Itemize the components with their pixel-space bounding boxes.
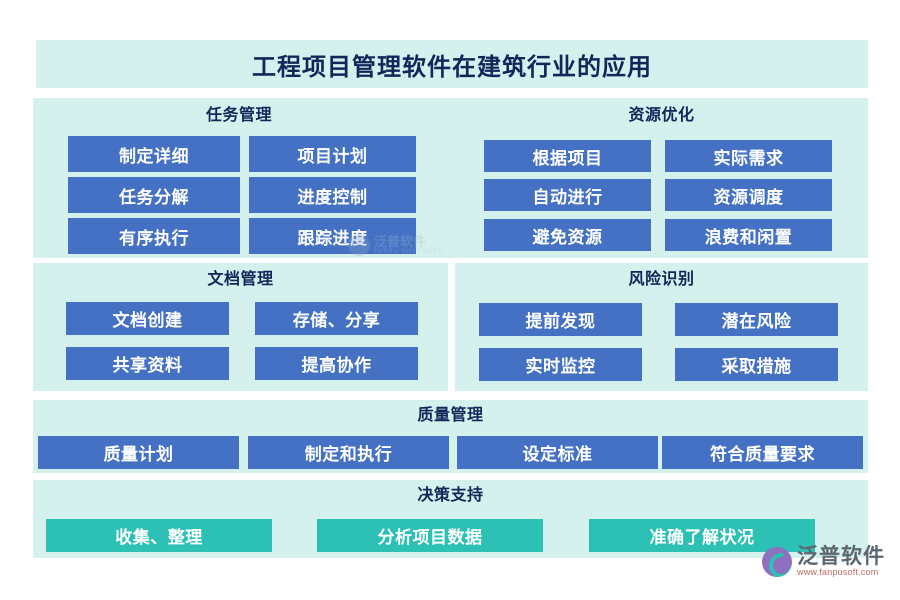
chip-risk-2[interactable]: 潜在风险 [675, 303, 838, 336]
brand-url: www.fanpusoft.com [797, 567, 879, 578]
chip-quality-4[interactable]: 符合质量要求 [662, 436, 863, 469]
chip-decision-1[interactable]: 收集、整理 [46, 519, 272, 552]
chip-task-5[interactable]: 有序执行 [68, 218, 240, 254]
chip-document-4[interactable]: 提高协作 [255, 347, 418, 380]
chip-resource-6[interactable]: 浪费和闲置 [665, 219, 832, 251]
section-title-task-management: 任务管理 [205, 107, 272, 124]
chip-decision-3[interactable]: 准确了解状况 [589, 519, 815, 552]
page-title: 工程项目管理软件在建筑行业的应用 [252, 53, 652, 81]
chip-resource-4[interactable]: 资源调度 [665, 179, 832, 211]
chip-quality-3[interactable]: 设定标准 [457, 436, 658, 469]
chip-document-3[interactable]: 共享资料 [66, 347, 229, 380]
chip-risk-1[interactable]: 提前发现 [479, 303, 642, 336]
chip-quality-2[interactable]: 制定和执行 [248, 436, 449, 469]
chip-document-1[interactable]: 文档创建 [66, 302, 229, 335]
chip-task-1[interactable]: 制定详细 [68, 136, 240, 172]
section-title-resource-optimization: 资源优化 [628, 107, 695, 124]
section-title-document-management: 文档管理 [207, 271, 274, 288]
chip-risk-4[interactable]: 采取措施 [675, 348, 838, 381]
fanpu-logo-icon [762, 546, 792, 577]
section-title-risk-identification: 风险识别 [628, 271, 695, 288]
brand-logo: 泛普软件 www.fanpusoft.com [762, 545, 885, 578]
chip-resource-2[interactable]: 实际需求 [665, 140, 832, 172]
chip-resource-5[interactable]: 避免资源 [484, 219, 651, 251]
chip-document-2[interactable]: 存储、分享 [255, 302, 418, 335]
chip-resource-3[interactable]: 自动进行 [484, 179, 651, 211]
brand-name: 泛普软件 [797, 545, 885, 568]
chip-risk-3[interactable]: 实时监控 [479, 348, 642, 381]
chip-resource-1[interactable]: 根据项目 [484, 140, 651, 172]
section-title-quality-management: 质量管理 [417, 407, 484, 424]
chip-task-2[interactable]: 项目计划 [249, 136, 416, 172]
title-banner: 工程项目管理软件在建筑行业的应用 [36, 40, 868, 88]
chip-task-4[interactable]: 进度控制 [249, 177, 416, 213]
chip-task-3[interactable]: 任务分解 [68, 177, 240, 213]
chip-quality-1[interactable]: 质量计划 [38, 436, 239, 469]
chip-decision-2[interactable]: 分析项目数据 [317, 519, 543, 552]
chip-task-6[interactable]: 跟踪进度 [249, 218, 416, 254]
section-title-decision-support: 决策支持 [417, 487, 484, 504]
